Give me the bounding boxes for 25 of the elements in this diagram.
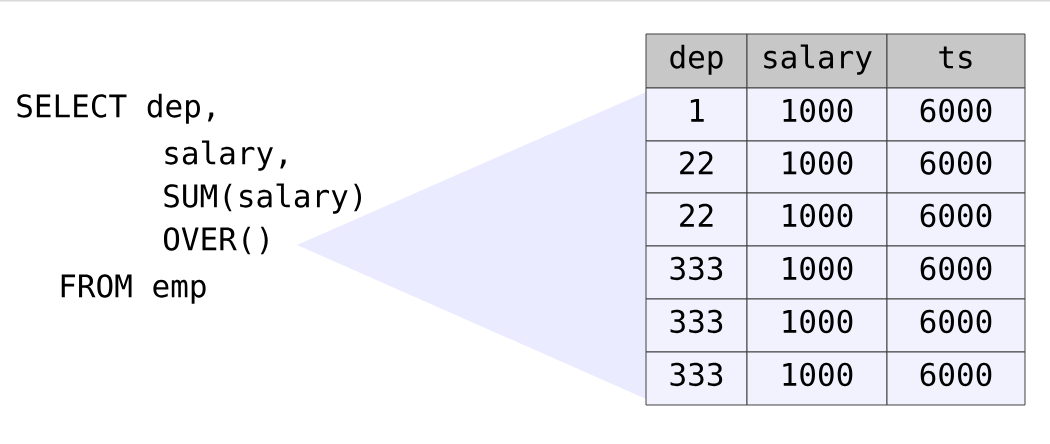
table-cell: 6000 bbox=[886, 298, 1026, 353]
table-cell: 1 bbox=[645, 87, 748, 142]
table-cell: 22 bbox=[645, 140, 748, 194]
table-cell: 333 bbox=[645, 298, 748, 353]
table-cell: 6000 bbox=[886, 245, 1026, 300]
header-cell: salary bbox=[746, 33, 888, 89]
table-cell: 1000 bbox=[746, 351, 888, 406]
code-line: OVER() bbox=[164, 226, 268, 255]
table-cell: 6000 bbox=[886, 87, 1026, 142]
table-cell: 333 bbox=[645, 351, 748, 406]
table-cell: 1000 bbox=[746, 245, 888, 300]
code-line: SELECT dep, bbox=[17, 93, 214, 124]
table-cell: 1000 bbox=[746, 192, 888, 247]
table-cell: 6000 bbox=[886, 140, 1026, 194]
table-cell: 333 bbox=[645, 245, 748, 300]
table-cell: 6000 bbox=[886, 192, 1026, 247]
table-cell: 6000 bbox=[886, 351, 1026, 406]
code-line: SUM(salary) bbox=[164, 183, 362, 214]
table-cell: 1000 bbox=[746, 140, 888, 194]
table-cell: 1000 bbox=[746, 298, 888, 353]
table-cell: 22 bbox=[645, 192, 748, 247]
code-line: FROM emp bbox=[61, 274, 206, 304]
table-cell: 1000 bbox=[746, 87, 888, 142]
header-cell: ts bbox=[886, 33, 1026, 89]
header-cell: dep bbox=[645, 33, 748, 89]
